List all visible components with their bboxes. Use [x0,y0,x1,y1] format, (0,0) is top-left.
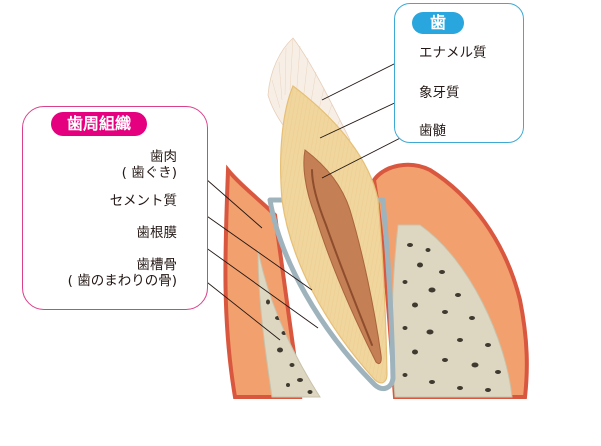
tooth-group-title: 歯 [412,12,464,34]
bone-trabeculae-right [402,243,501,392]
pulp [303,149,382,365]
alveolar-bone-left [257,249,321,398]
label-pulp: 歯髄 [419,123,446,139]
pulp-core [311,169,373,346]
periodontal-label-box: 歯周組織 歯肉 ( 歯ぐき) セメント質 歯根膜 歯槽骨 ( 歯のまわりの骨) [22,106,208,310]
label-enamel: エナメル質 [419,45,487,61]
label-cementum: セメント質 [109,193,177,209]
periodontal-group-title: 歯周組織 [51,112,147,136]
label-ligament: 歯根膜 [136,225,178,241]
label-alveolar-bone: 歯槽骨 ( 歯のまわりの骨) [67,257,177,289]
label-gingiva: 歯肉 ( 歯ぐき) [121,149,177,181]
tooth-label-box: 歯 エナメル質 象牙質 歯髄 [394,3,524,143]
alveolar-bone-right [391,224,513,398]
enamel-rays [271,37,341,151]
label-dentin: 象牙質 [419,85,460,101]
